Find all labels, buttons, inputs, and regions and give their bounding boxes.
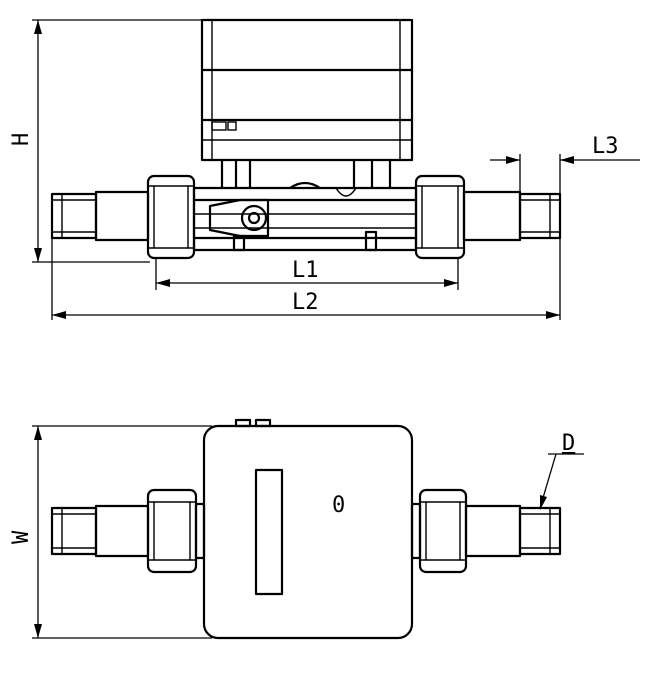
display-digit: 0 (332, 493, 345, 518)
dimension-d-label: D (562, 431, 575, 456)
dimension-w: W (9, 425, 212, 639)
left-pipe-end (50, 190, 150, 242)
electronics-housing (200, 18, 414, 162)
side-view: H L1 L2 L3 (9, 18, 640, 320)
meter-body (192, 158, 418, 252)
dimension-l2: L2 (51, 238, 561, 320)
dimension-w-label: W (9, 530, 34, 544)
dimension-l1-label: L1 (292, 258, 319, 283)
top-view: 0 W (9, 418, 584, 640)
display-window (254, 468, 284, 596)
dimension-l1: L1 (155, 258, 459, 290)
dimension-l3: L3 (490, 134, 640, 194)
top-housing: 0 (202, 418, 414, 640)
top-right-union-nut (410, 488, 468, 574)
dimension-d: D (539, 431, 584, 510)
right-union-nut (414, 174, 466, 260)
right-pipe-end (462, 190, 562, 242)
dimension-l2-label: L2 (292, 290, 319, 315)
top-left-pipe-end (50, 504, 150, 558)
dimension-h: H (9, 19, 202, 263)
left-union-nut (146, 174, 196, 260)
dimension-l3-label: L3 (592, 134, 619, 159)
top-left-union-nut (146, 488, 206, 574)
top-right-pipe-end (464, 504, 562, 558)
dimension-h-label: H (9, 133, 34, 146)
